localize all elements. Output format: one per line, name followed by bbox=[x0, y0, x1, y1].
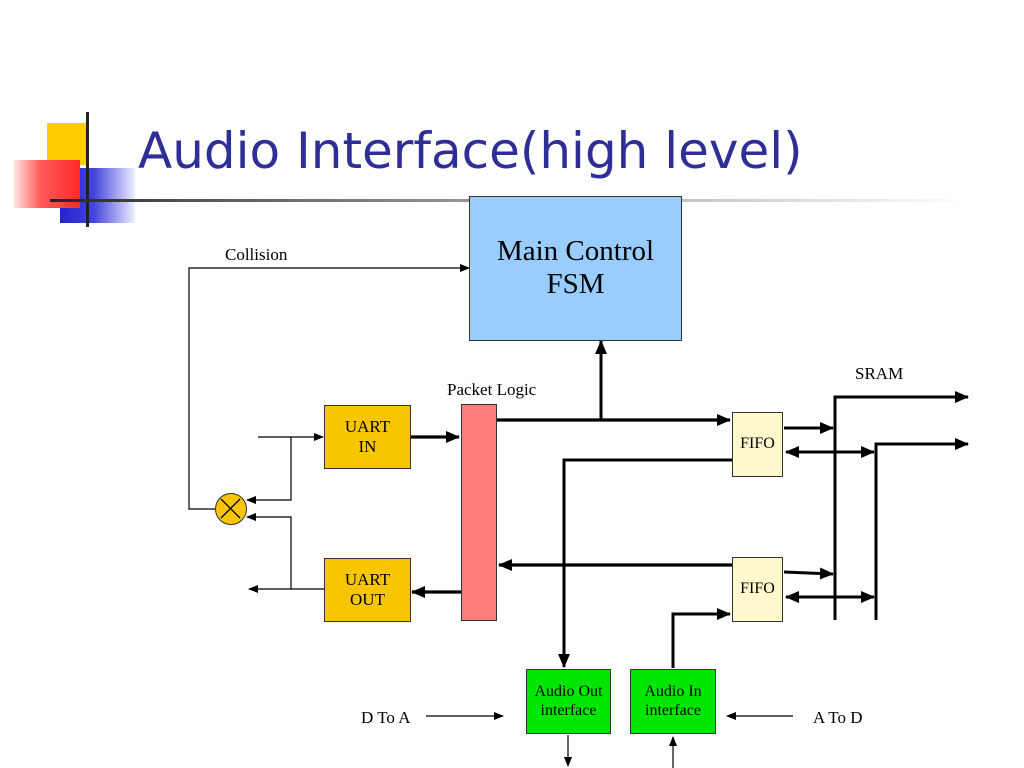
uart-out-box: UART OUT bbox=[324, 558, 411, 622]
fifo-top-label: FIFO bbox=[740, 435, 775, 453]
packet-logic-block bbox=[461, 404, 497, 621]
fifo-top-box: FIFO bbox=[732, 412, 783, 477]
sram-label: SRAM bbox=[855, 364, 904, 383]
uart-out-line1: UART bbox=[344, 570, 391, 590]
audio-in-to-fifo-path bbox=[671, 608, 731, 668]
audio-out-line2: interface bbox=[540, 701, 597, 719]
d-to-a-label: D To A bbox=[361, 708, 411, 727]
main-control-fsm-box: Main Control FSM bbox=[469, 196, 682, 341]
uart-in-box: UART IN bbox=[324, 405, 411, 469]
a-to-d-label: A To D bbox=[813, 708, 863, 727]
uart-in-line1: UART bbox=[344, 417, 391, 437]
main-control-line2: FSM bbox=[546, 268, 605, 301]
uart-in-input bbox=[246, 433, 324, 504]
decor-yellow-square bbox=[47, 123, 89, 165]
collision-path bbox=[188, 264, 470, 510]
collision-label: Collision bbox=[225, 245, 288, 264]
uart-out-line2: OUT bbox=[350, 590, 385, 609]
collision-xor-symbol bbox=[215, 493, 247, 525]
audio-in-interface-box: Audio In interface bbox=[630, 669, 716, 734]
main-control-line1: Main Control bbox=[496, 235, 655, 267]
sram-bus bbox=[833, 391, 969, 620]
fifo-bottom-label: FIFO bbox=[740, 580, 775, 598]
fifo-to-audio-out-path bbox=[558, 458, 732, 668]
uart-out-output bbox=[246, 513, 324, 593]
decor-vertical-line bbox=[86, 112, 89, 227]
fifo-bottom-to-bus-arrow bbox=[783, 567, 834, 580]
slide-title: Audio Interface(high level) bbox=[138, 122, 803, 180]
audio-out-interface-box: Audio Out interface bbox=[526, 669, 611, 734]
audio-in-line1: Audio In bbox=[644, 683, 702, 701]
packet-logic-label: Packet Logic bbox=[447, 380, 537, 399]
audio-out-line1: Audio Out bbox=[534, 683, 603, 701]
audio-in-line2: interface bbox=[645, 701, 701, 719]
fifo-bottom-box: FIFO bbox=[732, 557, 783, 622]
uart-in-line2: IN bbox=[358, 437, 377, 456]
